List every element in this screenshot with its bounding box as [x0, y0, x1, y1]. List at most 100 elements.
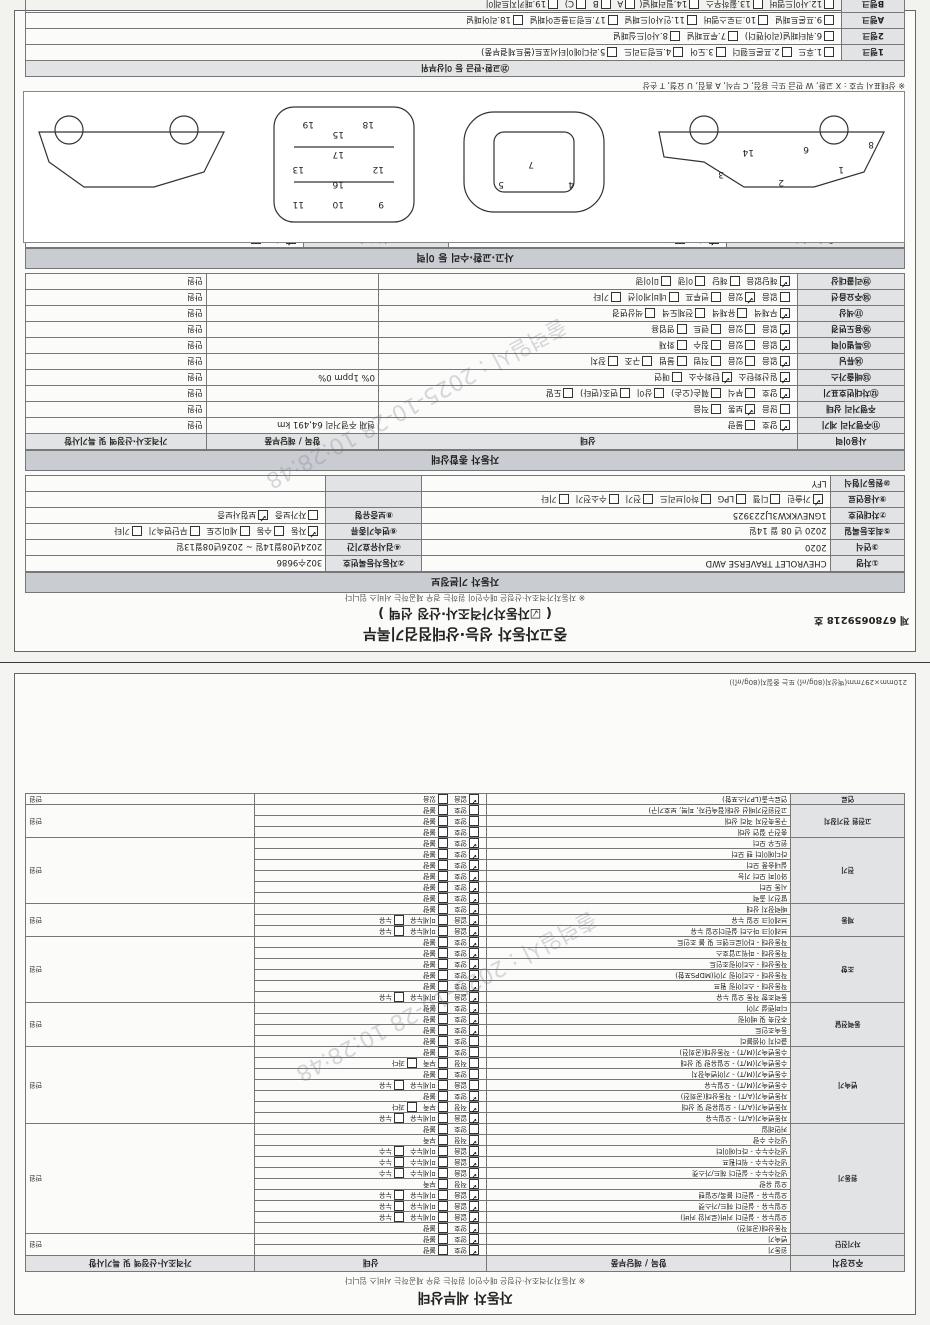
- checkbox-unchecked[interactable]: [700, 494, 711, 504]
- checkbox-unchecked[interactable]: [437, 838, 448, 848]
- checkbox-unchecked[interactable]: [600, 0, 611, 9]
- checkbox-unchecked[interactable]: [558, 494, 569, 504]
- checkbox-unchecked[interactable]: [468, 1080, 479, 1090]
- checkbox-checked[interactable]: [468, 1091, 479, 1101]
- checkbox-unchecked[interactable]: [393, 1190, 404, 1200]
- checkbox-checked[interactable]: [468, 1190, 479, 1200]
- checkbox-unchecked[interactable]: [619, 388, 630, 398]
- checkbox-unchecked[interactable]: [437, 1157, 448, 1167]
- checkbox-unchecked[interactable]: [468, 816, 479, 826]
- checkbox-unchecked[interactable]: [393, 1080, 404, 1090]
- checkbox-unchecked[interactable]: [689, 0, 700, 9]
- checkbox-unchecked[interactable]: [770, 494, 781, 504]
- checkbox-unchecked[interactable]: [437, 1212, 448, 1222]
- checkbox-unchecked[interactable]: [710, 388, 721, 398]
- checkbox-checked[interactable]: [258, 510, 269, 520]
- checkbox-unchecked[interactable]: [669, 31, 680, 41]
- checkbox-unchecked[interactable]: [437, 893, 448, 903]
- checkbox-unchecked[interactable]: [710, 324, 721, 334]
- checkbox-unchecked[interactable]: [189, 526, 200, 536]
- checkbox-unchecked[interactable]: [779, 292, 790, 302]
- checkbox-unchecked[interactable]: [758, 15, 769, 25]
- checkbox-unchecked[interactable]: [512, 15, 523, 25]
- checkbox-unchecked[interactable]: [728, 31, 739, 41]
- checkbox-unchecked[interactable]: [824, 0, 835, 9]
- checkbox-unchecked[interactable]: [673, 47, 684, 57]
- checkbox-checked[interactable]: [468, 1102, 479, 1112]
- checkbox-unchecked[interactable]: [710, 340, 721, 350]
- checkbox-unchecked[interactable]: [660, 276, 671, 286]
- checkbox-checked[interactable]: [308, 526, 319, 536]
- checkbox-unchecked[interactable]: [437, 827, 448, 837]
- checkbox-unchecked[interactable]: [715, 47, 726, 57]
- checkbox-unchecked[interactable]: [437, 1091, 448, 1101]
- checkbox-checked[interactable]: [779, 324, 790, 334]
- checkbox-unchecked[interactable]: [406, 1102, 417, 1112]
- checkbox-unchecked[interactable]: [437, 1234, 448, 1244]
- checkbox-checked[interactable]: [468, 893, 479, 903]
- checkbox-checked[interactable]: [779, 340, 790, 350]
- checkbox-unchecked[interactable]: [607, 15, 618, 25]
- checkbox-unchecked[interactable]: [308, 510, 319, 520]
- checkbox-unchecked[interactable]: [676, 340, 687, 350]
- checkbox-unchecked[interactable]: [437, 871, 448, 881]
- checkbox-unchecked[interactable]: [824, 47, 835, 57]
- checkbox-unchecked[interactable]: [437, 904, 448, 914]
- checkbox-unchecked[interactable]: [610, 292, 621, 302]
- checkbox-checked[interactable]: [779, 372, 790, 382]
- checkbox-checked[interactable]: [779, 356, 790, 366]
- checkbox-checked[interactable]: [468, 1245, 479, 1255]
- checkbox-unchecked[interactable]: [393, 1212, 404, 1222]
- checkbox-checked[interactable]: [779, 276, 790, 286]
- checkbox-unchecked[interactable]: [645, 308, 656, 318]
- checkbox-checked[interactable]: [468, 926, 479, 936]
- checkbox-checked[interactable]: [468, 1212, 479, 1222]
- checkbox-checked[interactable]: [468, 794, 479, 804]
- checkbox-unchecked[interactable]: [548, 0, 559, 9]
- checkbox-unchecked[interactable]: [608, 494, 619, 504]
- checkbox-unchecked[interactable]: [393, 1157, 404, 1167]
- checkbox-unchecked[interactable]: [654, 388, 665, 398]
- checkbox-unchecked[interactable]: [671, 372, 682, 382]
- checkbox-unchecked[interactable]: [745, 420, 756, 430]
- checkbox-unchecked[interactable]: [437, 1113, 448, 1123]
- checkbox-checked[interactable]: [468, 860, 479, 870]
- checkbox-checked[interactable]: [468, 849, 479, 859]
- checkbox-unchecked[interactable]: [393, 926, 404, 936]
- checkbox-unchecked[interactable]: [468, 1124, 479, 1134]
- checkbox-unchecked[interactable]: [437, 1245, 448, 1255]
- checkbox-unchecked[interactable]: [437, 1058, 448, 1068]
- checkbox-unchecked[interactable]: [745, 356, 756, 366]
- checkbox-unchecked[interactable]: [676, 356, 687, 366]
- checkbox-unchecked[interactable]: [437, 915, 448, 925]
- checkbox-unchecked[interactable]: [695, 308, 706, 318]
- checkbox-checked[interactable]: [468, 1201, 479, 1211]
- checkbox-checked[interactable]: [468, 1146, 479, 1156]
- checkbox-unchecked[interactable]: [676, 324, 687, 334]
- checkbox-unchecked[interactable]: [437, 816, 448, 826]
- checkbox-unchecked[interactable]: [686, 15, 697, 25]
- checkbox-unchecked[interactable]: [779, 404, 790, 414]
- checkbox-checked[interactable]: [468, 871, 479, 881]
- checkbox-unchecked[interactable]: [468, 1069, 479, 1079]
- checkbox-unchecked[interactable]: [437, 1102, 448, 1112]
- checkbox-checked[interactable]: [468, 1135, 479, 1145]
- checkbox-checked[interactable]: [468, 1179, 479, 1189]
- checkbox-unchecked[interactable]: [437, 1036, 448, 1046]
- checkbox-unchecked[interactable]: [824, 31, 835, 41]
- checkbox-unchecked[interactable]: [406, 1058, 417, 1068]
- checkbox-unchecked[interactable]: [437, 1069, 448, 1079]
- checkbox-unchecked[interactable]: [437, 1080, 448, 1090]
- checkbox-unchecked[interactable]: [695, 276, 706, 286]
- checkbox-checked[interactable]: [468, 1014, 479, 1024]
- checkbox-unchecked[interactable]: [437, 1201, 448, 1211]
- checkbox-unchecked[interactable]: [437, 1124, 448, 1134]
- checkbox-unchecked[interactable]: [607, 47, 618, 57]
- checkbox-unchecked[interactable]: [468, 827, 479, 837]
- checkbox-unchecked[interactable]: [393, 1113, 404, 1123]
- checkbox-unchecked[interactable]: [576, 0, 587, 9]
- checkbox-unchecked[interactable]: [563, 388, 574, 398]
- checkbox-unchecked[interactable]: [437, 1223, 448, 1233]
- checkbox-unchecked[interactable]: [437, 1047, 448, 1057]
- checkbox-checked[interactable]: [468, 1113, 479, 1123]
